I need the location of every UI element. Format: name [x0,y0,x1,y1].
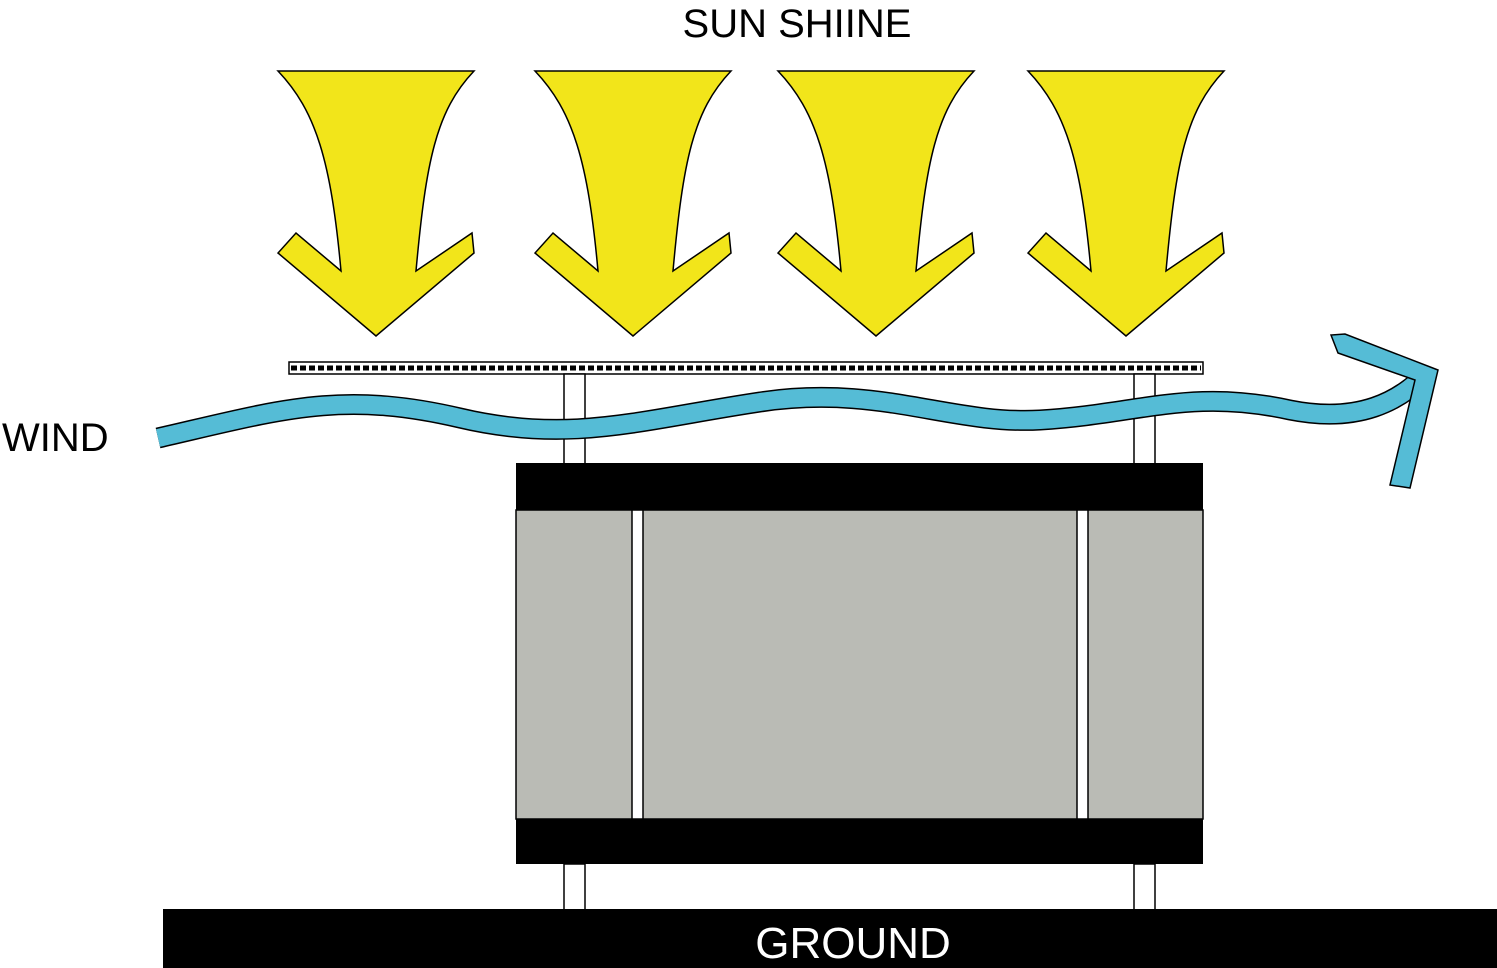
building-stilts [563,863,1156,911]
shading-roof-panel [288,361,1204,375]
bottom-slab [516,819,1203,864]
sun-arrow-2 [534,70,732,337]
building-body [515,509,1204,820]
top-slab [516,463,1203,510]
ground-bar [163,909,1497,968]
interior-column-left [631,509,644,820]
sun-label: SUN SHIINE [683,2,912,46]
interior-column-right [1076,509,1089,820]
sun-arrow-4 [1027,70,1225,337]
ground-label: GROUND [755,919,951,968]
sun-arrows [277,70,1225,337]
wind-label: WIND [2,416,109,460]
sun-arrow-1 [277,70,475,337]
wind-arrow [155,333,1439,489]
building [515,463,1204,864]
sun-arrow-3 [777,70,975,337]
